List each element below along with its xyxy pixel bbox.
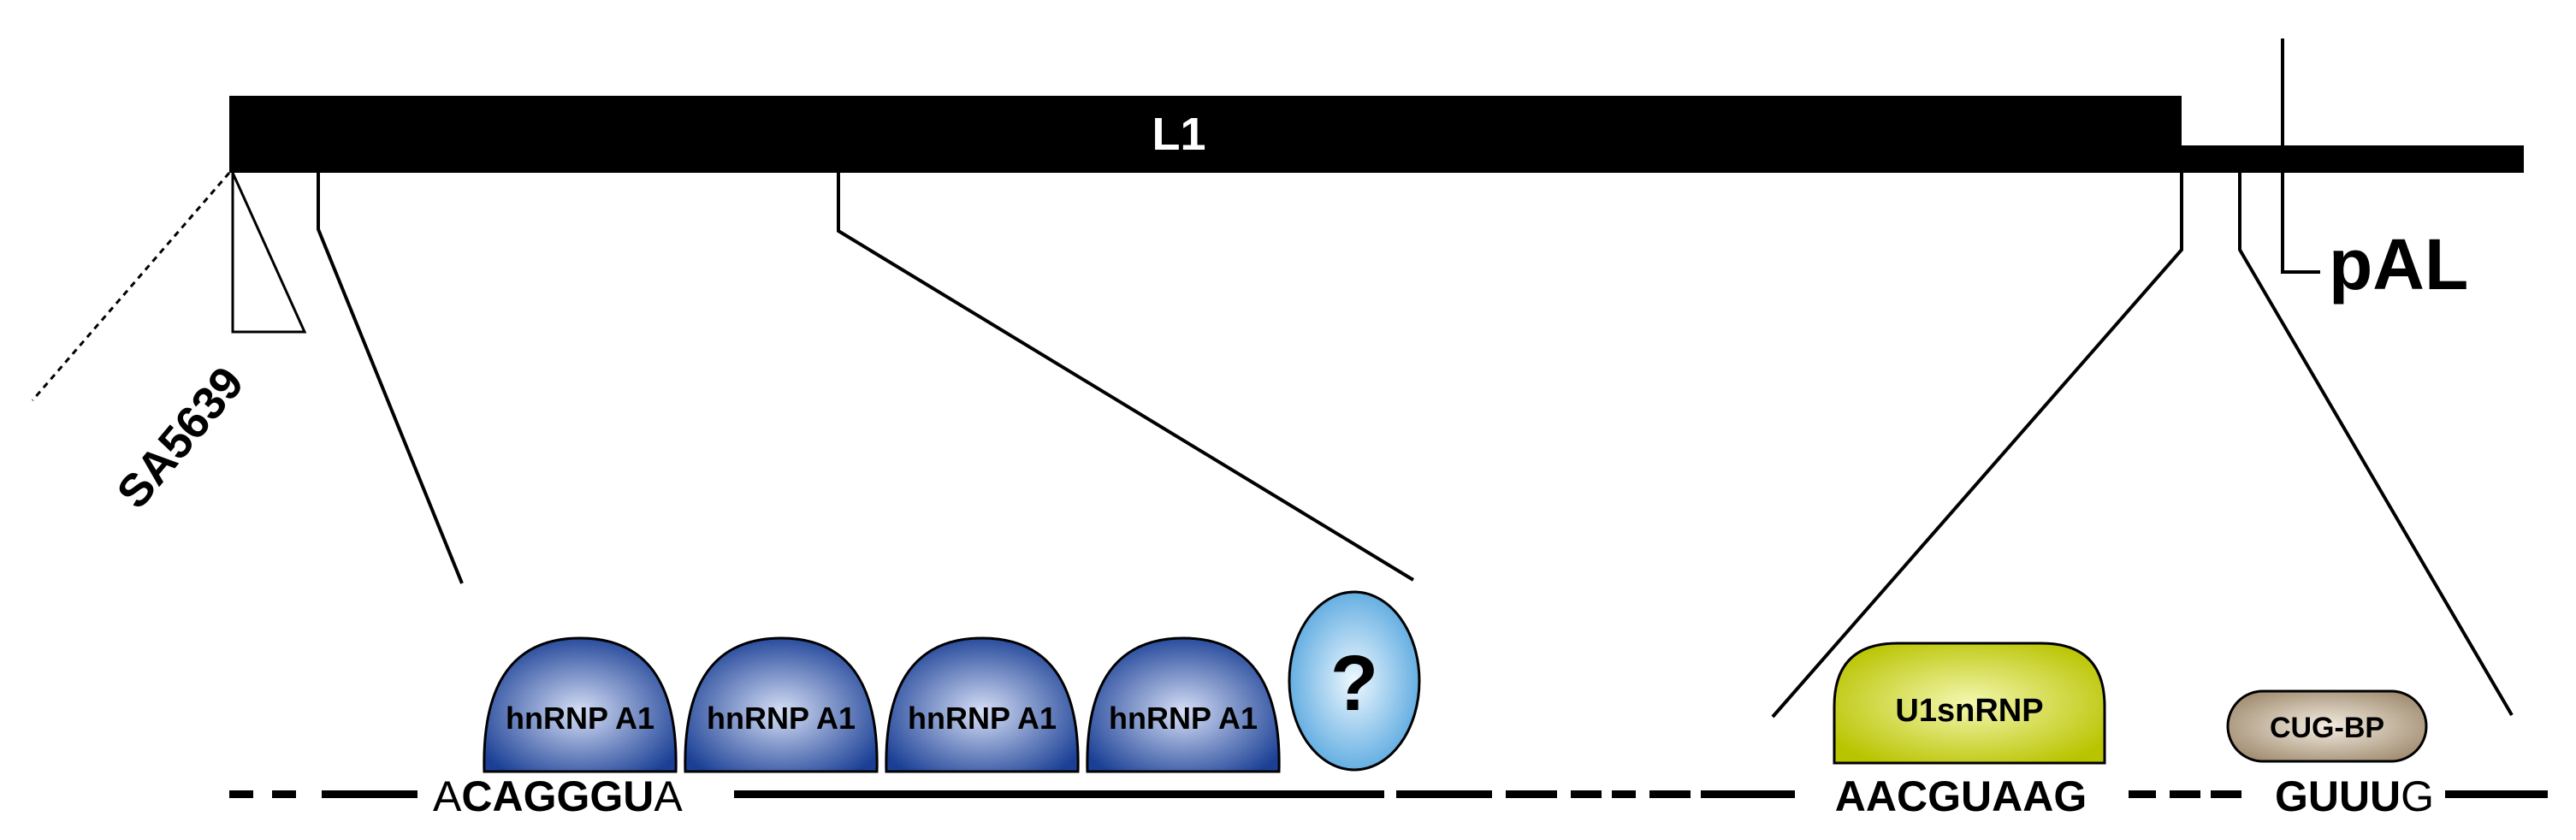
sa-label: SA5639 (107, 358, 253, 518)
unknown-factor: ? (1288, 590, 1421, 772)
unknown-factor-label: ? (1330, 640, 1378, 727)
rna-line (229, 790, 2548, 798)
zoom-line-3 (1771, 173, 2183, 719)
sequence-middle: AACGUAAG (1835, 772, 2087, 820)
exon-label: L1 (1152, 109, 1205, 160)
hnrnp-a1-protein-1: hnRNP A1 (483, 636, 678, 773)
exon-l1-bar (229, 96, 2182, 173)
sequence-left: ACAGGGUA (433, 772, 683, 820)
cug-bp-protein: CUG-BP (2226, 689, 2428, 763)
zoom-line-2 (837, 173, 1415, 582)
protein-label: hnRNP A1 (506, 701, 654, 736)
sa-triangle (231, 172, 307, 334)
hnrnp-a1-protein-3: hnRNP A1 (885, 636, 1080, 773)
sequence-right: GUUUG (2275, 772, 2434, 820)
cug-bp-label: CUG-BP (2270, 712, 2384, 744)
zoom-line-1 (317, 173, 464, 584)
u1snrnp-label: U1snRNP (1895, 693, 2043, 729)
protein-label: hnRNP A1 (1109, 701, 1258, 736)
hnrnp-a1-protein-2: hnRNP A1 (684, 636, 879, 773)
u1snrnp-protein: U1snRNP (1833, 642, 2106, 765)
pal-marker (2281, 38, 2320, 274)
downstream-bar (2182, 145, 2524, 173)
protein-label: hnRNP A1 (707, 701, 856, 736)
sa-dotted-line (31, 172, 231, 401)
hnrnp-a1-protein-4: hnRNP A1 (1086, 636, 1281, 773)
zoom-line-4 (2238, 173, 2514, 717)
protein-label: hnRNP A1 (908, 701, 1057, 736)
pal-label: pAL (2329, 224, 2468, 305)
